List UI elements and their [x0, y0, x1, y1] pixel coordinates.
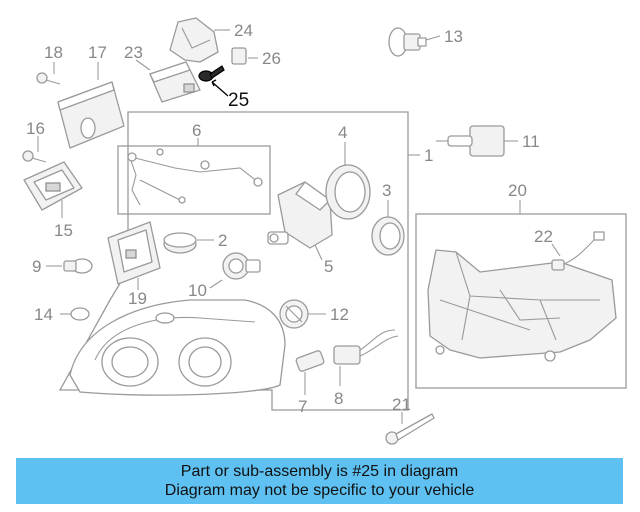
- part-8-wire-socket: [333, 329, 399, 365]
- callout-25: 25: [228, 90, 249, 111]
- part-15-control-module: [23, 161, 83, 211]
- part-6-frame: [117, 145, 271, 215]
- callout-22: 22: [534, 227, 553, 246]
- callout-9: 9: [32, 257, 41, 276]
- part-9-bulb: [63, 258, 93, 274]
- part-18-screw: [36, 72, 61, 85]
- callout-20: 20: [508, 181, 527, 200]
- callout-19: 19: [128, 289, 147, 308]
- part-19-panel: [107, 221, 161, 285]
- part-2-gasket: [163, 232, 197, 254]
- callout-8: 8: [334, 389, 343, 408]
- callout-17: 17: [88, 43, 107, 62]
- callout-14: 14: [34, 305, 53, 324]
- part-11-xenon-bulb: [436, 125, 505, 157]
- banner-line-1: Part or sub-assembly is #25 in diagram: [180, 463, 459, 480]
- callout-5: 5: [324, 257, 333, 276]
- part-22-connector: [551, 231, 605, 271]
- callout-15: 15: [54, 221, 73, 240]
- callout-18: 18: [44, 43, 63, 62]
- banner-line-2: Diagram may not be specific to your vehi…: [164, 482, 475, 499]
- headlamp-housing: [69, 299, 286, 396]
- callout-2: 2: [218, 231, 227, 250]
- part-24-bracket: [169, 17, 219, 63]
- part-14-cap: [70, 307, 90, 321]
- part-3-ring-cap: [371, 216, 405, 256]
- part-21-bolt: [385, 413, 435, 445]
- callout-24: 24: [234, 21, 253, 40]
- part-13-bulb: [388, 27, 427, 57]
- callout-21: 21: [392, 395, 411, 414]
- callout-7: 7: [298, 397, 307, 416]
- part-17-ballast: [57, 81, 125, 149]
- callout-13: 13: [444, 27, 463, 46]
- part-20-frame: [415, 213, 627, 389]
- callout-4: 4: [338, 123, 347, 142]
- part-5-leveling-motor: [267, 181, 333, 249]
- part-25-screw-highlighted: [198, 65, 225, 82]
- callout-11: 11: [522, 132, 540, 151]
- callout-12: 12: [330, 305, 349, 324]
- part-20-lower-cover: [427, 249, 617, 362]
- callout-23: 23: [124, 43, 143, 62]
- part-23-module: [149, 61, 201, 103]
- part-7-bulb: [295, 350, 325, 372]
- info-banner: Part or sub-assembly is #25 in diagram D…: [16, 458, 623, 504]
- callout-3: 3: [382, 181, 391, 200]
- callout-26: 26: [262, 49, 281, 68]
- part-6-linkage: [127, 148, 263, 206]
- callout-6: 6: [192, 121, 201, 140]
- part-10-socket: [222, 252, 261, 280]
- callout-10: 10: [188, 281, 207, 300]
- callout-1: 1: [424, 146, 433, 165]
- part-16-screw: [22, 150, 47, 163]
- part-26-clip: [231, 47, 247, 65]
- part-4-ring-cap: [325, 164, 371, 220]
- part-12-socket: [279, 299, 309, 329]
- callout-16: 16: [26, 119, 45, 138]
